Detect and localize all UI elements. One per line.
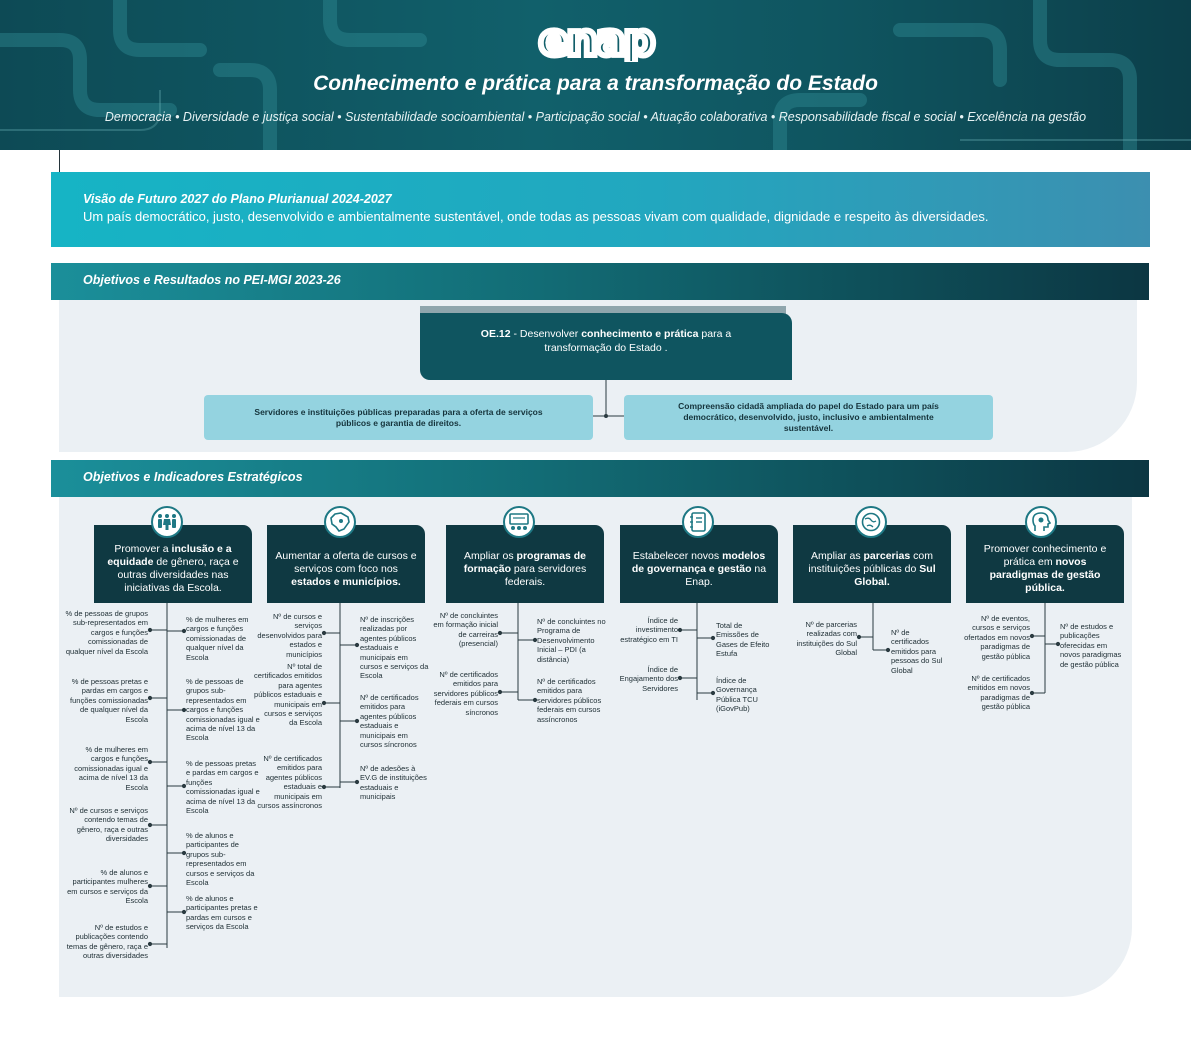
objective-5-bold-1: parcerias [863, 549, 911, 562]
objective-2-text-1: Aumentar a oferta de cursos e serviços c… [275, 549, 417, 575]
result-text-2: Compreensão cidadã ampliada do papel do … [678, 401, 939, 433]
indicator-o1-right-2: % de pessoas de grupos sub-representados… [186, 677, 260, 743]
objective-box-1: Promover a inclusão e a equidade de gêne… [94, 525, 252, 603]
result-box-1: Servidores e instituições públicas prepa… [204, 395, 593, 440]
objective-box-4: Estabelecer novos modelos de governança … [620, 525, 778, 603]
indicator-o1-right-4: % de alunos e participantes de grupos su… [186, 831, 255, 888]
vision-description: Um país democrático, justo, desenvolvido… [83, 209, 989, 224]
indicator-o1-right-3: % de pessoas pretas e pardas em cargos e… [186, 759, 260, 816]
indicator-o1-right-1: % de mulheres em cargos e funções comiss… [186, 615, 249, 662]
indicator-o3-left-1: Nº de concluintes em formação inicial de… [433, 611, 498, 649]
section-results-title: Objetivos e Resultados no PEI-MGI 2023-2… [51, 263, 1149, 300]
objective-3-text-1: Ampliar os [464, 549, 517, 562]
brazil-map-icon [324, 506, 356, 538]
oe12-box: OE.12 - Desenvolver conhecimento e práti… [420, 313, 792, 380]
result-text-1: Servidores e instituições públicas prepa… [254, 406, 543, 428]
vision-title: Visão de Futuro 2027 do Plano Plurianual… [83, 192, 392, 206]
indicator-o2-left-1: Nº de cursos e serviços desenvolvidos pa… [257, 612, 322, 659]
indicator-o4-left-2: Índice de Engajamento dos Servidores [619, 665, 678, 693]
objective-5-bold-2: Sul Global. [854, 562, 936, 588]
oe12-text-2: para a transformação do Estado . [544, 328, 732, 354]
decorative-lines [0, 0, 1191, 150]
objective-6-bold-1: novos paradigmas de gestão pública. [989, 556, 1101, 594]
indicator-o1-left-2: % de pessoas pretas e pardas em cargos e… [70, 677, 148, 724]
indicator-o4-left-1: Índice de investimento estratégico em TI [620, 616, 678, 644]
indicator-o3-right-2: Nº de certificados emitidos para servido… [537, 677, 602, 724]
header-banner: enap Conhecimento e prática para a trans… [0, 0, 1191, 150]
indicator-o3-right-1: Nº de concluintes no Programa de Desenvo… [537, 617, 606, 664]
indicator-o1-left-5: % de alunos e participantes mulheres em … [67, 868, 148, 906]
indicator-o1-left-3: % de mulheres em cargos e funções comiss… [74, 745, 148, 792]
indicator-o1-left-4: Nº de cursos e serviços contendo temas d… [69, 806, 148, 844]
indicator-o2-left-3: Nº de certificados emitidos para agentes… [257, 754, 322, 811]
indicator-o6-left-1: Nº de eventos, cursos e serviços ofertad… [964, 614, 1030, 661]
indicator-o6-left-2: Nº de certificados emitidos em novos par… [967, 674, 1030, 712]
svg-text:enap: enap [539, 22, 654, 62]
diversity-people-icon [151, 506, 183, 538]
innovation-head-icon [1025, 506, 1057, 538]
objective-2-bold-1: estados e municípios. [291, 575, 401, 588]
indicator-o5-left-1: Nº de parcerias realizadas com instituiç… [796, 620, 857, 658]
objective-5-text-1: Ampliar as [811, 549, 864, 562]
objective-1-text-2: de gênero, raça e outras diversidades na… [117, 556, 239, 594]
objective-5-text-2: com instituições públicas do [808, 549, 933, 575]
section-objectives-title: Objetivos e Indicadores Estratégicos [51, 460, 1149, 497]
globe-partnership-icon [855, 506, 887, 538]
objective-box-6: Promover conhecimento e prática em novos… [966, 525, 1124, 603]
objective-box-2: Aumentar a oferta de cursos e serviços c… [267, 525, 425, 603]
training-program-icon [503, 506, 535, 538]
objective-1-bold-1: inclusão e a equidade [107, 543, 232, 568]
objective-3-bold-1: programas de formação [463, 549, 586, 575]
objective-4-bold-1: modelos de governança e gestão [631, 549, 766, 575]
indicator-o4-right-2: Índice de Governança Pública TCU (iGovPu… [716, 676, 758, 714]
objective-box-3: Ampliar os programas de formação para se… [446, 525, 604, 603]
connector-line [59, 150, 60, 172]
governance-notebook-icon [682, 506, 714, 538]
vision-banner: Visão de Futuro 2027 do Plano Plurianual… [51, 172, 1150, 247]
objective-1-text-1: Promover a [114, 543, 172, 555]
oe12-code: OE.12 [480, 328, 511, 340]
objective-4-text-1: Estabelecer novos [632, 549, 723, 562]
indicator-o1-left-6: Nº de estudos e publicações contendo tem… [66, 923, 148, 961]
objective-4-text-2: na Enap. [685, 562, 767, 588]
indicator-o3-left-2: Nº de certificados emitidos para servido… [433, 670, 498, 717]
indicator-o5-right-1: Nº de certificados emitidos para pessoas… [891, 628, 943, 675]
result-box-2: Compreensão cidadã ampliada do papel do … [624, 395, 993, 440]
oe12-text-1: - Desenvolver [510, 328, 582, 340]
oe12-strip [420, 306, 786, 314]
indicator-o1-right-5: % de alunos e participantes pretas e par… [186, 894, 258, 932]
indicator-o2-left-2: Nº total de certificados emitidos para a… [254, 662, 322, 728]
indicator-o2-right-2: Nº de certificados emitidos para agentes… [360, 693, 419, 750]
enap-logo: enap [536, 22, 659, 62]
indicator-o6-right-1: Nº de estudos e publicações oferecidas e… [1060, 622, 1122, 669]
objective-3-text-2: para servidores federais. [504, 562, 587, 588]
header-values: Democracia • Diversidade e justiça socia… [104, 110, 1087, 124]
indicator-o1-left-1: % de pessoas de grupos sub-representados… [65, 609, 148, 656]
oe12-bold: conhecimento e prática [581, 328, 699, 340]
objective-6-text-1: Promover conhecimento e prática em [983, 543, 1107, 568]
indicator-o4-right-1: Total de Emissões de Gases de Efeito Est… [716, 621, 770, 659]
header-slogan: Conhecimento e prática para a transforma… [313, 72, 878, 95]
objective-box-5: Ampliar as parcerias com instituições pú… [793, 525, 951, 603]
indicator-o2-right-3: Nº de adesões à EV.G de instituições est… [360, 764, 427, 802]
indicator-o2-right-1: Nº de inscrições realizadas por agentes … [360, 615, 429, 681]
